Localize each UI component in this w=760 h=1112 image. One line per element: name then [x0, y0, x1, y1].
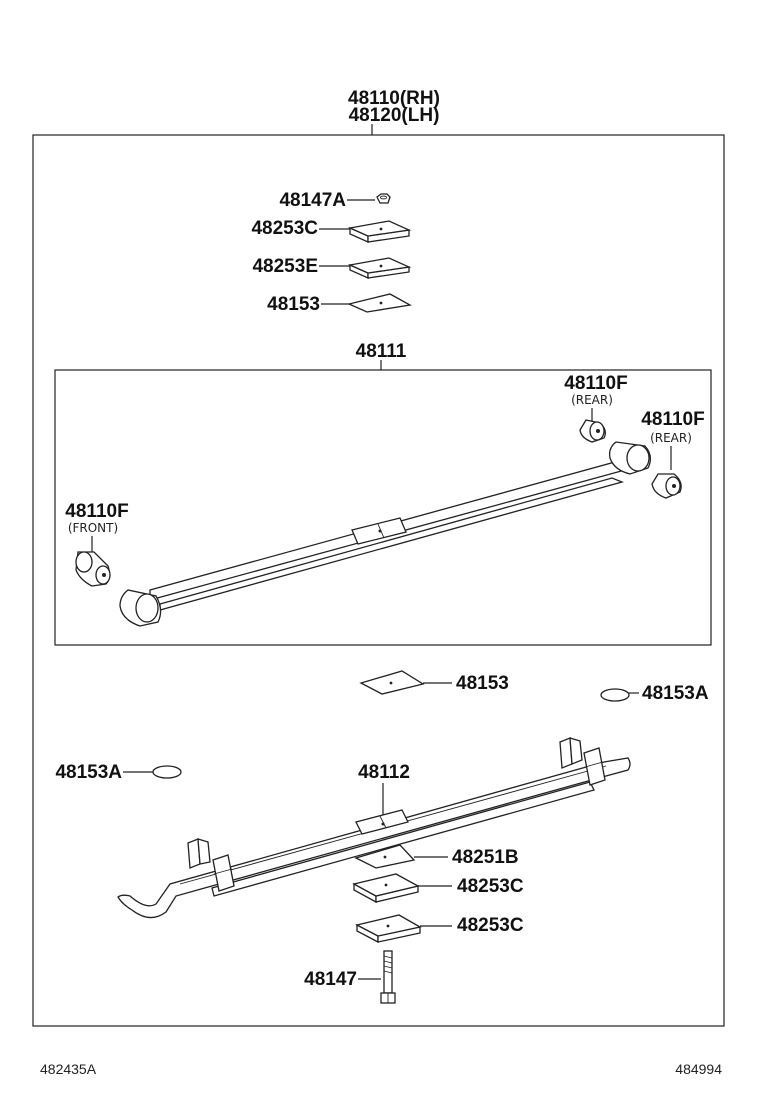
label-48111: 48111 [356, 341, 407, 362]
pad-48153-top [346, 293, 412, 313]
bushing-48110F-front [75, 551, 111, 587]
label-48110F-rear2: 48110F [641, 409, 704, 430]
bushing-48110F-rear2 [651, 473, 682, 499]
label-48153A-left: 48153A [55, 762, 122, 783]
label-48153-mid: 48153 [456, 673, 509, 694]
pad-48253C-bottom1 [352, 873, 420, 904]
label-48253C-top: 48253C [251, 218, 318, 239]
bolt-48147 [380, 950, 396, 1004]
pad-48253E [347, 257, 412, 280]
label-48253C-bottom2: 48253C [457, 915, 524, 936]
label-48253E: 48253E [252, 256, 318, 277]
assembly-label-rh: 48110(RH) [348, 88, 440, 109]
assembly-label-lh: 48120(LH) [349, 105, 440, 126]
label-48147A: 48147A [279, 190, 346, 211]
pad-48153A-right [600, 688, 630, 702]
nut-48147A [376, 193, 391, 204]
label-48110F-rear1: 48110F [564, 373, 627, 394]
bushing-48110F-rear1 [579, 419, 606, 443]
label-48253C-bottom1: 48253C [457, 876, 524, 897]
label-48110F-front: 48110F [65, 501, 128, 522]
pad-48153A-left [152, 765, 182, 779]
label-48251B: 48251B [452, 847, 519, 868]
label-48153-top: 48153 [267, 294, 320, 315]
assembly-frame [32, 134, 725, 1027]
footer-right-code: 484994 [675, 1061, 722, 1077]
note-rear2: (REAR) [650, 431, 692, 445]
pad-48251B [354, 844, 416, 869]
note-rear1: (REAR) [571, 393, 613, 407]
label-48147: 48147 [304, 969, 357, 990]
pad-48253C-bottom2 [355, 914, 422, 944]
pad-48153-mid [359, 670, 425, 695]
main-leaf-spring [119, 441, 652, 627]
leaf-spring-frame [54, 369, 712, 646]
lower-leaf-spring [117, 737, 631, 919]
note-front: (FRONT) [68, 521, 118, 535]
footer-left-code: 482435A [40, 1061, 97, 1077]
pad-48253C-top [347, 220, 412, 244]
label-48112: 48112 [358, 762, 410, 783]
label-48153A-right: 48153A [642, 683, 709, 704]
